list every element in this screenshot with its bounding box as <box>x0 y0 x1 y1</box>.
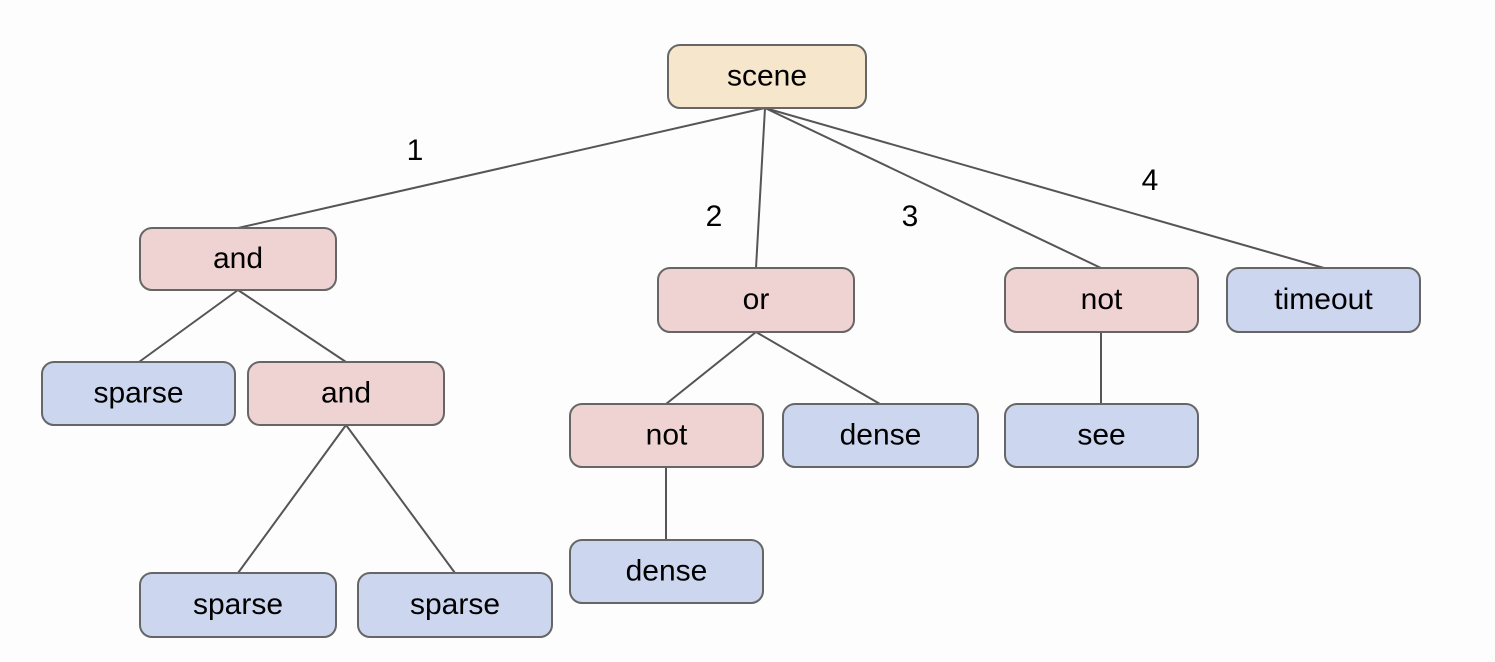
tree-node-not1[interactable]: not <box>1004 267 1199 333</box>
node-box-timeout1 <box>1226 267 1421 333</box>
tree-edge-and2-to-sparse3 <box>345 424 456 574</box>
edge-label-1: 1 <box>407 134 424 167</box>
node-label-sparse2: sparse <box>193 588 283 621</box>
node-label-dense1: dense <box>840 418 922 451</box>
node-box-scene <box>667 44 867 109</box>
tree-edge-scene-to-or1 <box>755 107 766 269</box>
tree-node-or1[interactable]: or <box>657 267 855 333</box>
edges-layer <box>138 107 1325 574</box>
node-box-sparse2 <box>139 572 337 638</box>
node-box-sparse3 <box>357 572 553 638</box>
tree-edge-and2-to-sparse2 <box>237 424 347 574</box>
tree-node-sparse3[interactable]: sparse <box>357 572 553 638</box>
node-box-dense1 <box>782 403 979 468</box>
edge-label-2: 2 <box>706 200 723 233</box>
node-label-sparse1: sparse <box>93 376 183 409</box>
tree-node-see1[interactable]: see <box>1004 403 1199 468</box>
tree-node-dense2[interactable]: dense <box>569 539 764 604</box>
node-label-dense2: dense <box>626 554 708 587</box>
tree-edge-scene-to-timeout1 <box>764 107 1325 269</box>
node-label-sparse3: sparse <box>410 588 500 621</box>
node-label-scene: scene <box>727 59 807 92</box>
tree-node-scene[interactable]: scene <box>667 44 867 109</box>
tree-edge-scene-to-and1 <box>237 107 766 229</box>
node-box-or1 <box>657 267 855 333</box>
edge-label-4: 4 <box>1142 164 1159 197</box>
nodes-layer: scene and or not timeout sparse and not dense see… <box>41 44 1421 638</box>
node-box-and1 <box>139 227 337 291</box>
node-label-timeout1: timeout <box>1274 283 1373 316</box>
tree-node-not2[interactable]: not <box>569 403 764 468</box>
node-label-and2: and <box>321 376 371 409</box>
node-label-or1: or <box>743 283 770 316</box>
tree-node-and1[interactable]: and <box>139 227 337 291</box>
node-box-not1 <box>1004 267 1199 333</box>
tree-node-and2[interactable]: and <box>247 361 445 426</box>
tree-node-dense1[interactable]: dense <box>782 403 979 468</box>
tree-edge-and1-to-sparse1 <box>138 289 239 363</box>
tree-edge-or1-to-not2 <box>665 331 757 405</box>
node-label-and1: and <box>213 242 263 275</box>
edge-label-3: 3 <box>902 200 919 233</box>
edge-labels-layer: 1 2 3 4 <box>407 134 1159 233</box>
tree-edge-and1-to-and2 <box>237 289 347 363</box>
node-box-and2 <box>247 361 445 426</box>
node-box-not2 <box>569 403 764 468</box>
tree-node-timeout1[interactable]: timeout <box>1226 267 1421 333</box>
node-label-see1: see <box>1077 418 1125 451</box>
node-label-not2: not <box>646 418 688 451</box>
tree-node-sparse2[interactable]: sparse <box>139 572 337 638</box>
node-label-not1: not <box>1081 283 1123 316</box>
tree-edge-scene-to-not1 <box>764 107 1102 269</box>
node-box-see1 <box>1004 403 1199 468</box>
node-box-dense2 <box>569 539 764 604</box>
tree-node-sparse1[interactable]: sparse <box>41 361 236 426</box>
tree-edge-or1-to-dense1 <box>755 331 881 405</box>
node-box-sparse1 <box>41 361 236 426</box>
